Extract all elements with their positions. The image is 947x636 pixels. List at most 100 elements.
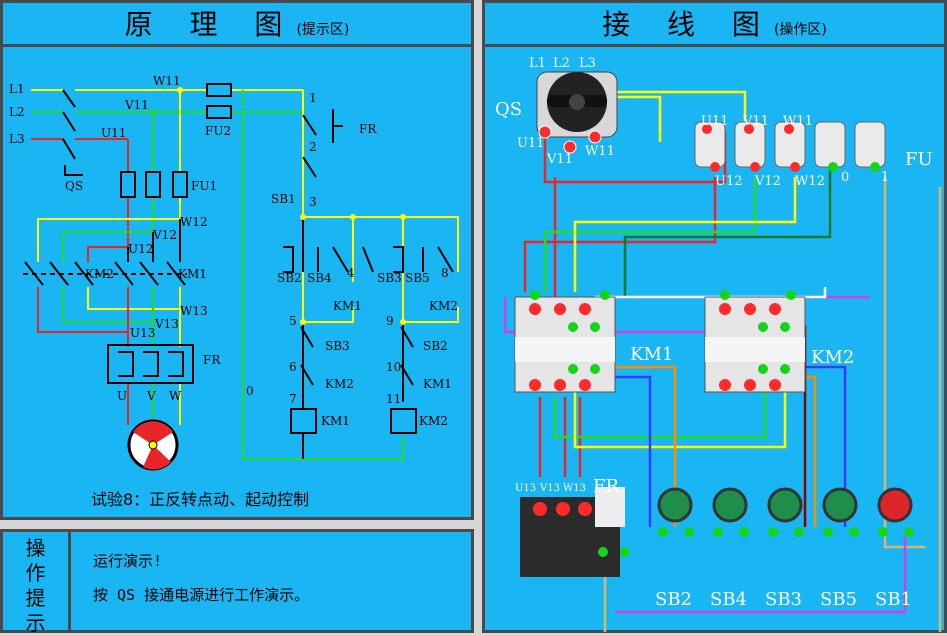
fr-relay[interactable] [520, 487, 625, 577]
label-KM2-coil: KM2 [419, 414, 448, 428]
sb2-button[interactable] [657, 487, 693, 523]
tip-char-2: 作 [25, 561, 46, 585]
label-n8: 8 [441, 266, 449, 280]
w-label-SB5: SB5 [820, 589, 857, 610]
wiring-subtitle: (操作区) [773, 22, 827, 38]
label-SB2: SB2 [277, 271, 302, 285]
label-n9: 9 [386, 314, 394, 328]
experiment-caption: 试验8：正反转点动、起动控制 [91, 490, 309, 509]
label-KM1-coil: KM1 [321, 414, 350, 428]
label-SB3-b: SB3 [325, 339, 350, 353]
label-SB1: SB1 [271, 192, 296, 206]
w-label-V11: V11 [546, 152, 573, 167]
label-n10: 10 [386, 360, 401, 374]
sb5-button[interactable] [822, 487, 858, 523]
label-n2: 2 [309, 140, 317, 154]
wiring-panel: 接 线 图(操作区) [482, 0, 947, 633]
w-label-QS: QS [495, 99, 522, 120]
w-label-L1: L1 [529, 56, 546, 71]
label-n3: 3 [309, 195, 317, 209]
wiring-header: 接 线 图(操作区) [485, 3, 944, 47]
push-buttons [657, 487, 913, 523]
tip-label: 操 作 提 示 [3, 532, 71, 635]
wiring-title: 接 线 图 [602, 8, 774, 41]
label-V12: V12 [152, 228, 177, 242]
fuse-0[interactable] [814, 121, 846, 168]
label-n11: 11 [386, 392, 401, 406]
wiring-diagram: L1 L2 L3 QS U11 V11 W11 U11 V11 W11 FU U… [495, 56, 942, 632]
schematic-panel: 原 理 图(提示区) [0, 0, 474, 520]
tip-line-1: 运行演示! [93, 552, 163, 570]
label-W12: W12 [180, 215, 208, 229]
label-KM1-aux: KM1 [333, 299, 362, 313]
w-label-W12: W12 [795, 174, 825, 189]
schematic-title: 原 理 图 [124, 8, 297, 41]
label-SB2-b: SB2 [423, 339, 448, 353]
label-FR-ctrl: FR [359, 122, 377, 136]
schematic-diagram: L1 L2 L3 QS U11 V11 W11 FU2 FU1 W12 V12 … [9, 74, 459, 509]
tip-panel: 操 作 提 示 运行演示! 按 QS 接通电源进行工作演示。 [0, 529, 474, 635]
schematic-subtitle: (提示区) [296, 22, 350, 38]
label-n0: 0 [246, 384, 254, 398]
w-label-U11: U11 [517, 136, 545, 151]
w-label-FU: FU [905, 149, 933, 170]
w-label-V13: V13 [539, 483, 560, 494]
label-L2: L2 [9, 105, 25, 119]
tip-char-4: 示 [25, 611, 46, 635]
w-label-f0: 0 [841, 170, 849, 185]
sb4-button[interactable] [712, 487, 748, 523]
label-FR-main: FR [203, 353, 221, 367]
label-n1: 1 [309, 91, 317, 105]
label-FU2: FU2 [205, 124, 231, 138]
w-label-FR: FR [593, 476, 619, 497]
w-label-SB3: SB3 [765, 589, 802, 610]
tip-char-1: 操 [25, 536, 46, 560]
tip-line-2: 按 QS 接通电源进行工作演示。 [93, 586, 310, 604]
label-W: W [169, 389, 182, 403]
w-label-fU11: U11 [701, 114, 729, 129]
label-n7: 7 [289, 392, 297, 406]
w-label-W11: W11 [585, 144, 615, 159]
w-label-f1: 1 [881, 170, 889, 185]
label-V13: V13 [154, 317, 179, 331]
w-label-fW11: W11 [783, 114, 813, 129]
w-label-KM2: KM2 [811, 347, 854, 368]
w-label-U13: U13 [515, 483, 536, 494]
label-KM2-int: KM2 [325, 377, 354, 391]
label-V11: V11 [124, 98, 149, 112]
w-label-V12: V12 [754, 174, 781, 189]
w-label-KM1: KM1 [630, 344, 673, 365]
label-n6: 6 [289, 360, 297, 374]
schematic-header: 原 理 图(提示区) [3, 3, 471, 47]
w-label-SB1: SB1 [875, 589, 912, 610]
label-U12: U12 [128, 242, 153, 256]
label-SB5: SB5 [405, 271, 430, 285]
label-FU1: FU1 [191, 179, 217, 193]
label-SB4: SB4 [307, 271, 332, 285]
label-L3: L3 [9, 132, 25, 146]
w-label-SB2: SB2 [655, 589, 692, 610]
w-label-SB4: SB4 [710, 589, 747, 610]
label-KM1-int: KM1 [423, 377, 452, 391]
label-U11: U11 [101, 126, 126, 140]
w-label-fV11: V11 [742, 114, 769, 129]
label-W13: W13 [180, 304, 208, 318]
label-SB3: SB3 [377, 271, 402, 285]
label-L1: L1 [9, 82, 25, 96]
qs-switch[interactable] [536, 71, 618, 138]
fuse-1[interactable] [854, 121, 886, 168]
label-n4: 4 [347, 266, 355, 280]
label-W11: W11 [153, 74, 181, 88]
label-KM1-main: KM1 [178, 267, 207, 281]
w-label-L3: L3 [579, 56, 596, 71]
w-label-L2: L2 [553, 56, 570, 71]
label-QS: QS [65, 179, 83, 193]
label-U: U [117, 389, 127, 403]
tip-char-3: 提 [25, 586, 46, 610]
label-KM2-main: KM2 [85, 267, 114, 281]
label-V: V [146, 389, 156, 403]
label-KM2-aux: KM2 [429, 299, 458, 313]
w-label-U12: U12 [715, 174, 743, 189]
sb1-button[interactable] [877, 487, 913, 523]
sb3-button[interactable] [767, 487, 803, 523]
